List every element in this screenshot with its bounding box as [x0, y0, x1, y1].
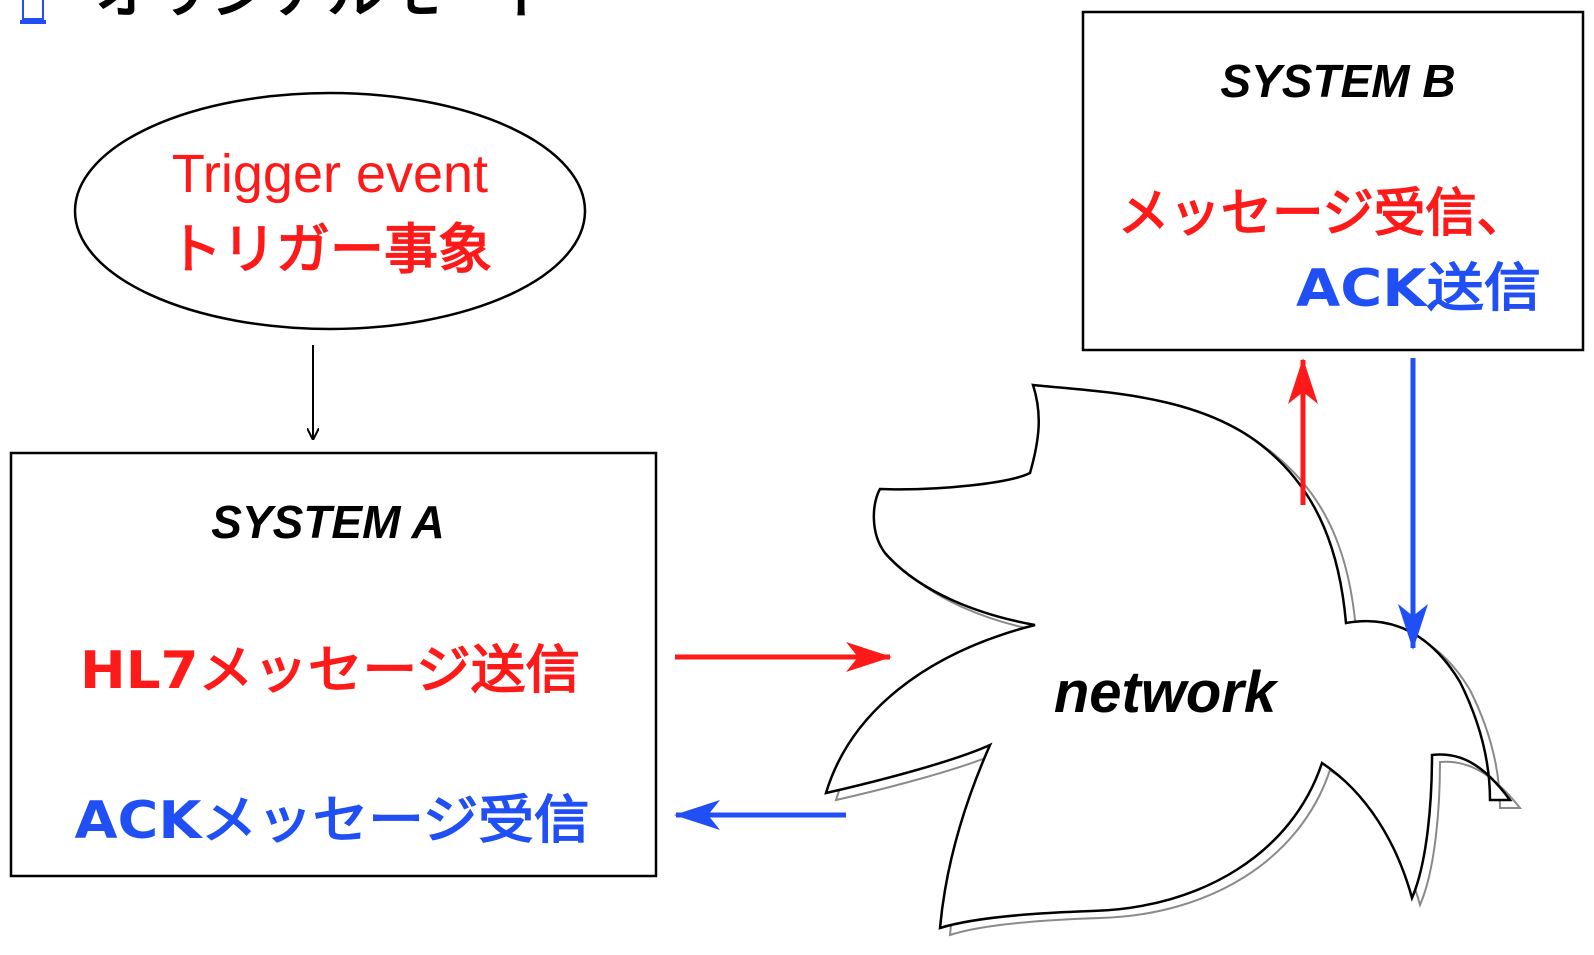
system-a-frame: [9, 451, 658, 878]
network-cloud: network: [824, 383, 1523, 937]
trigger-ellipse: [73, 91, 587, 331]
network-cloud-outline: [824, 383, 1513, 930]
system-b-title: SYSTEM B: [1220, 55, 1455, 107]
page-header: オリジナルモード: [20, 0, 559, 26]
trigger-event-node: Trigger event トリガー事象: [73, 91, 587, 331]
system-b-ack-label: ACK送信: [1296, 259, 1541, 319]
system-a-ack-label: ACKメッセージ受信: [75, 791, 590, 851]
system-b-receive-label: メッセージ受信、: [1118, 184, 1528, 244]
trigger-label-en: Trigger event: [172, 144, 488, 204]
system-b-frame: [1081, 10, 1585, 352]
system-a-title: SYSTEM A: [211, 496, 444, 548]
trigger-label-jp: トリガー事象: [168, 218, 492, 281]
network-label: network: [1054, 660, 1279, 725]
header-title: オリジナルモード: [95, 0, 559, 26]
system-a-send-label: HL7メッセージ送信: [80, 641, 580, 701]
system-a-box: SYSTEM A HL7メッセージ送信 ACKメッセージ受信: [9, 451, 658, 878]
system-b-box: SYSTEM B メッセージ受信、 ACK送信: [1081, 10, 1585, 352]
